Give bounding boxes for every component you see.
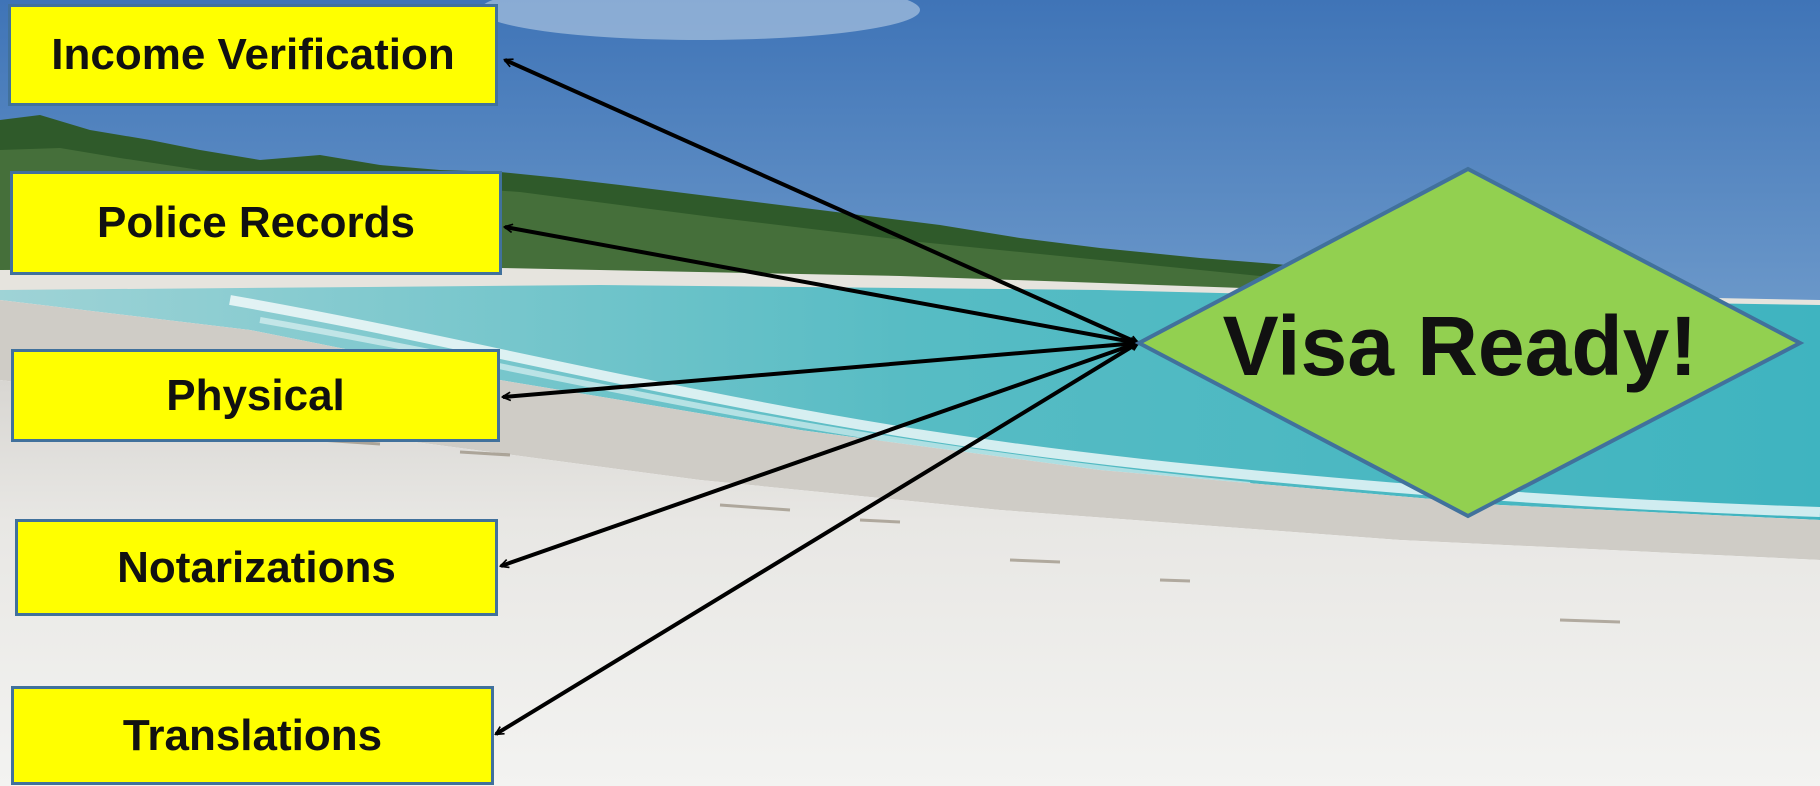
- notarizations-box: Notarizations: [15, 519, 498, 616]
- income-verification-box: Income Verification: [8, 4, 498, 106]
- visa-ready-label: Visa Ready!: [1222, 298, 1698, 393]
- physical-box: Physical: [11, 349, 500, 442]
- notarizations-label: Notarizations: [117, 542, 396, 592]
- visa-ready-diamond: [1134, 166, 1805, 519]
- arrow-police-records: [505, 227, 1138, 343]
- translations-box: Translations: [11, 686, 494, 785]
- arrow-translations: [496, 341, 1138, 736]
- translations-label: Translations: [122, 710, 383, 760]
- physical-label: Physical: [166, 370, 345, 420]
- police-records-label: Police Records: [97, 198, 415, 247]
- police-records-box: Police Records: [10, 171, 502, 275]
- income-verification-label: Income Verification: [51, 30, 455, 79]
